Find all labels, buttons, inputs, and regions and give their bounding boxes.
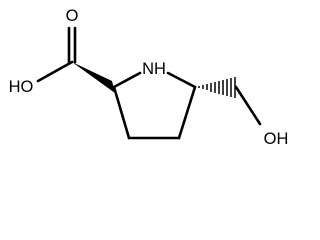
ring-bond-c5-c4 (177, 85, 197, 140)
ring-nitrogen-label: NH (142, 60, 166, 78)
ch2-oh-bond (234, 85, 262, 126)
pyrrolidine-structure: O HO NH OH (9, 7, 289, 148)
methanol-hydroxyl-label: OH (264, 130, 289, 148)
hashed-wedge-c5-ch2 (198, 77, 236, 98)
acid-hydroxyl-label: HO (9, 78, 34, 96)
carboxyl-oxygen-label: O (66, 7, 79, 25)
ring-bond-n-c5 (166, 71, 197, 89)
acid-c-oh-bond (36, 60, 74, 83)
wedge-bond-c2-carboxyl (72, 62, 115, 93)
ring-bond-c3-c2 (112, 85, 131, 140)
ring-bond-c2-n (112, 71, 142, 89)
